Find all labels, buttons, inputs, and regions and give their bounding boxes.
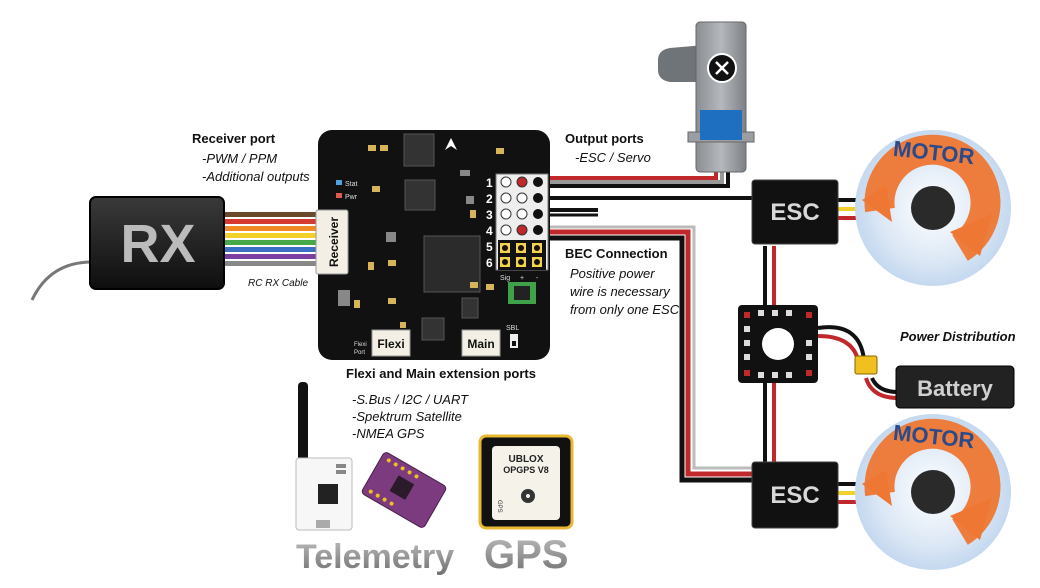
bec-wire-black xyxy=(547,235,752,483)
rx-antenna-wire xyxy=(30,260,93,301)
svg-text:6: 6 xyxy=(486,256,493,270)
rc-rx-cable-label: RC RX Cable xyxy=(248,278,308,289)
svg-text:-Additional outputs: -Additional outputs xyxy=(202,169,310,184)
esc-top: ESC xyxy=(751,179,839,245)
rx-label: RX xyxy=(120,214,195,274)
sbl-label: SBL xyxy=(506,325,519,332)
svg-text:2: 2 xyxy=(486,192,493,206)
rc-rx-cable xyxy=(222,212,318,266)
output-pin-header xyxy=(495,173,549,271)
esc-top-label: ESC xyxy=(770,199,819,226)
chip-main-mcu xyxy=(423,235,481,293)
svg-text:Flexi: Flexi xyxy=(354,342,367,348)
svg-text:Port: Port xyxy=(354,350,365,356)
rx-receiver: RX xyxy=(89,196,225,290)
gps-module: UBLOX OPGPS V8 GPS xyxy=(478,434,574,530)
motor-bottom: MOTOR xyxy=(855,414,1011,570)
svg-text:-NMEA GPS: -NMEA GPS xyxy=(352,426,425,441)
gps-label: GPS xyxy=(484,533,568,577)
antenna-icon xyxy=(298,382,308,466)
power-distribution-board xyxy=(738,305,818,383)
flexi-main-title: Flexi and Main extension ports xyxy=(346,366,536,381)
annotations: Receiver port -PWM / PPM -Additional out… xyxy=(192,131,1016,577)
flexi-port-label: Flexi xyxy=(377,337,404,351)
svg-text:-S.Bus / I2C / UART: -S.Bus / I2C / UART xyxy=(352,392,469,407)
bec-wire-red xyxy=(547,229,752,477)
output-ports-title: Output ports xyxy=(565,131,644,146)
bec-wire-white xyxy=(547,225,752,470)
svg-text:-ESC / Servo: -ESC / Servo xyxy=(575,150,651,165)
esc-bottom: ESC xyxy=(751,461,839,529)
power-distribution-label: Power Distribution xyxy=(900,329,1016,344)
svg-text:GPS: GPS xyxy=(496,500,502,513)
svg-text:-Spektrum Satellite: -Spektrum Satellite xyxy=(352,409,462,424)
svg-text:-: - xyxy=(536,275,539,282)
svg-text:-PWM / PPM: -PWM / PPM xyxy=(202,151,277,166)
svg-text:3: 3 xyxy=(486,208,493,222)
main-port-label: Main xyxy=(467,337,494,351)
telemetry-label: Telemetry xyxy=(296,538,454,576)
gps-module-line-1: UBLOX xyxy=(509,454,544,465)
battery-label: Battery xyxy=(917,376,994,401)
battery: Battery xyxy=(895,365,1015,409)
purple-module xyxy=(361,452,447,528)
bec-title: BEC Connection xyxy=(565,246,668,261)
servo-icon xyxy=(658,21,755,173)
main-port xyxy=(461,329,501,357)
svg-text:Positive power: Positive power xyxy=(570,266,655,281)
telemetry-module xyxy=(295,382,353,531)
svg-text:1: 1 xyxy=(486,176,493,190)
xt60-connector xyxy=(854,355,878,375)
sig-label: Sig xyxy=(500,275,510,282)
pwr-label: Pwr xyxy=(345,194,358,201)
svg-text:4: 4 xyxy=(486,224,493,238)
svg-text:wire is necessary: wire is necessary xyxy=(570,284,671,299)
esc-bottom-label: ESC xyxy=(770,482,819,509)
stat-label: Stat xyxy=(345,181,358,188)
gps-module-line-2: OPGPS V8 xyxy=(503,465,549,475)
receiver-connector xyxy=(315,209,349,275)
motor-top: MOTOR xyxy=(855,130,1011,286)
receiver-port-title: Receiver port xyxy=(192,131,276,146)
receiver-connector-label: Receiver xyxy=(327,217,341,267)
svg-text:5: 5 xyxy=(486,240,493,254)
port-numbers: 1 2 3 4 5 6 xyxy=(486,176,493,270)
flexi-port xyxy=(371,329,411,357)
svg-text:+: + xyxy=(520,275,524,282)
svg-text:from only one ESC: from only one ESC xyxy=(570,302,680,317)
flight-controller-board: Receiver Stat Pwr 1 2 3 xyxy=(315,130,550,360)
